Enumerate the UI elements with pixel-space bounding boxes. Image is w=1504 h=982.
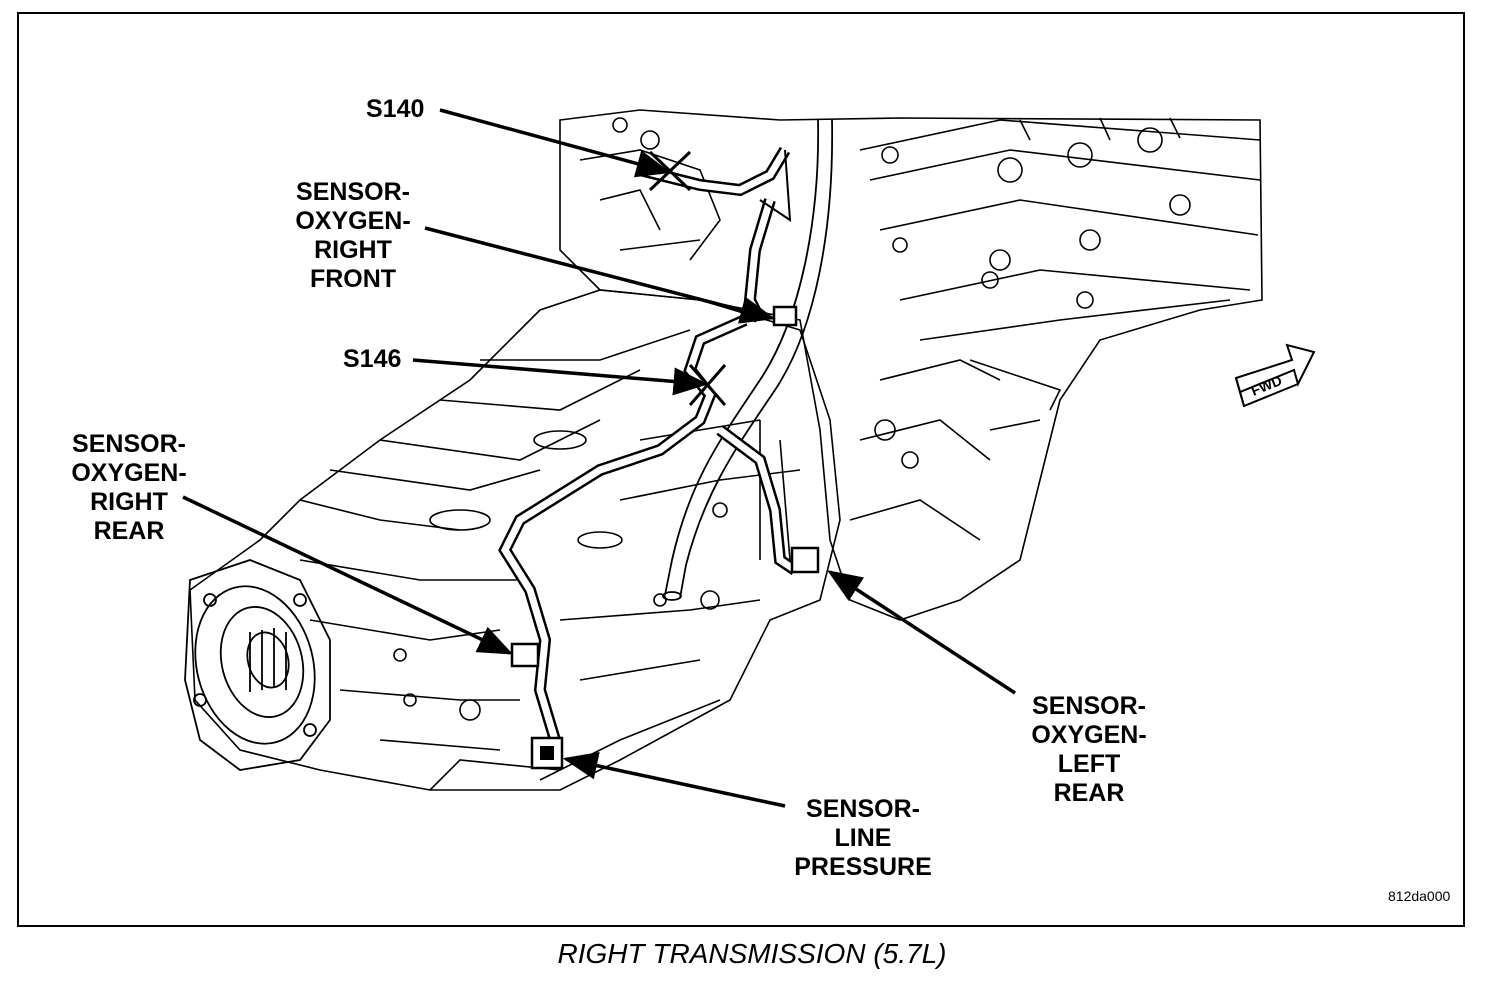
callout-o2-right-rear: SENSOR- OXYGEN- RIGHT REAR: [64, 430, 194, 546]
leader-o2-right-rear: [182, 495, 514, 655]
callout-line-pressure: SENSOR- LINE PRESSURE: [786, 795, 940, 882]
callout-line: LEFT: [1057, 750, 1121, 778]
callout-line: REAR: [93, 517, 165, 545]
callout-line: S146: [343, 345, 402, 373]
callout-s140: S140: [366, 95, 424, 124]
transmission-case: [189, 289, 841, 791]
callout-line: SENSOR-: [296, 178, 410, 206]
connector-o2-left-rear: [790, 546, 820, 574]
callout-line: OXYGEN-: [295, 207, 411, 235]
callout-line: SENSOR-: [1032, 692, 1146, 720]
drawing-id: 812da000: [1388, 888, 1451, 904]
callout-line: FRONT: [309, 265, 397, 293]
callout-line: RIGHT: [90, 488, 168, 516]
connector-o2-right-front: [772, 305, 798, 327]
callout-line: S140: [366, 95, 425, 123]
callout-line: OXYGEN-: [1031, 721, 1147, 749]
callout-line: SENSOR-: [806, 795, 920, 823]
callout-line: PRESSURE: [794, 853, 932, 881]
callout-line: LINE: [834, 824, 892, 852]
engine-block: [559, 109, 1263, 621]
callout-line: REAR: [1053, 779, 1125, 807]
output-flange: [184, 559, 331, 771]
diagram-frame: [17, 12, 1465, 927]
connector-line-pressure: [530, 736, 564, 770]
figure-caption: RIGHT TRANSMISSION (5.7L): [557, 938, 947, 969]
leader-s146: [412, 358, 709, 396]
connector-o2-right-rear: [510, 642, 540, 668]
callout-line: SENSOR-: [72, 430, 186, 458]
leader-s140: [439, 108, 672, 178]
leader-line-pressure: [562, 751, 786, 808]
callout-s146: S146: [343, 345, 401, 374]
fwd-arrow-icon: FWD: [1234, 343, 1316, 408]
callout-o2-right-front: SENSOR- OXYGEN- RIGHT FRONT: [288, 178, 418, 294]
leader-o2-right-front: [424, 226, 776, 324]
callout-line: OXYGEN-: [71, 459, 187, 487]
exhaust-pipe: [662, 119, 834, 601]
callout-line: RIGHT: [314, 236, 392, 264]
callout-o2-left-rear: SENSOR- OXYGEN- LEFT REAR: [1024, 692, 1154, 808]
leader-o2-left-rear: [827, 570, 1016, 695]
